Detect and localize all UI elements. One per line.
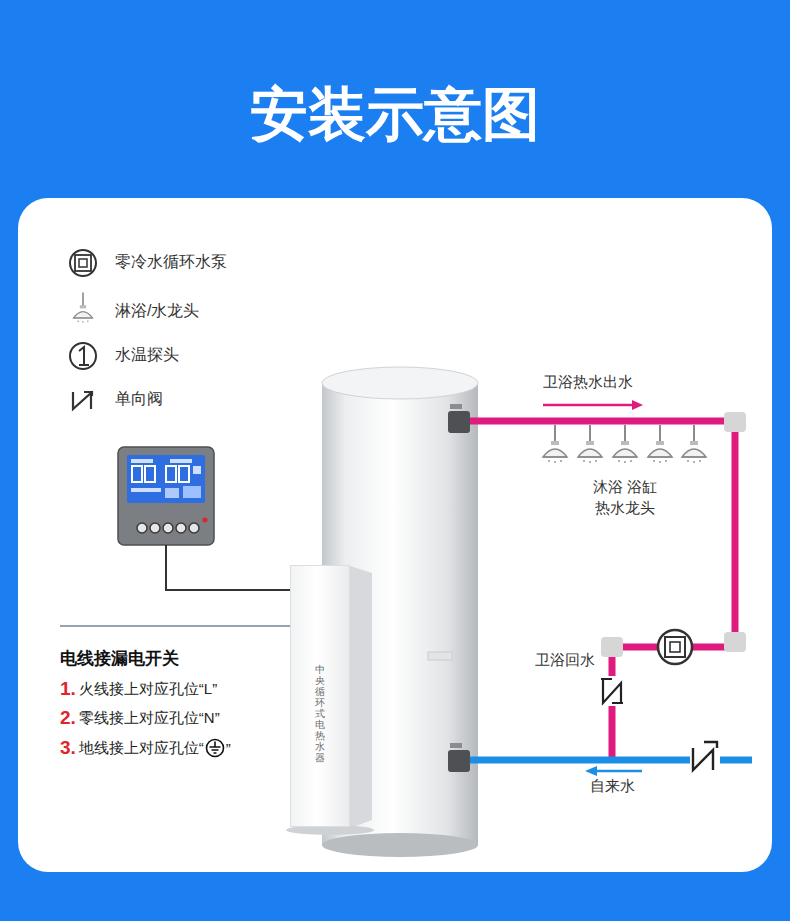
wiring-step: 2.零线接上对应孔位“N”	[60, 707, 220, 729]
flow-arrow	[543, 404, 634, 407]
legend-icons	[70, 250, 96, 409]
box-side	[350, 566, 372, 828]
flow-arrow	[585, 766, 597, 776]
wiring-step: 3.地线接上对应孔位“ ”	[60, 737, 231, 759]
step-text: ”	[226, 740, 231, 757]
shower-heads	[543, 425, 706, 463]
legend-text: 淋浴/水龙头	[115, 301, 199, 322]
pipe-label: 卫浴热水出水	[543, 373, 633, 392]
step-number: 2.	[60, 707, 76, 729]
legend-text: 零冷水循环水泵	[115, 252, 227, 273]
card	[18, 198, 772, 872]
step-text: 地线接上对应孔位“	[79, 739, 204, 758]
leader-line	[60, 625, 325, 626]
wiring-step: 1.火线接上对应孔位“L”	[60, 678, 217, 700]
cold-pipe	[470, 738, 752, 774]
pipe-label: 自来水	[590, 777, 635, 796]
step-number: 3.	[60, 737, 76, 759]
product-name: 中央循环式电热水器	[315, 664, 325, 763]
ground-symbol	[205, 738, 225, 758]
legend-text: 单向阀	[115, 389, 163, 410]
heater-control-box: 中央循环式电热水器	[290, 565, 350, 827]
flow-arrow	[595, 770, 642, 773]
legend-text: 水温探头	[115, 345, 179, 366]
pipe-label: 卫浴回水	[535, 651, 595, 670]
step-number: 1.	[60, 678, 76, 700]
hot-pipe	[470, 412, 746, 758]
controller-panel	[118, 447, 214, 545]
page-title: 安装示意图	[0, 76, 790, 154]
step-text: 火线接上对应孔位“L”	[79, 680, 217, 699]
flow-arrow	[632, 400, 643, 410]
section-heading: 电线接漏电开关	[60, 647, 179, 670]
step-text: 零线接上对应孔位“N”	[79, 709, 220, 728]
pipe-label: 沐浴 浴缸 热水龙头	[586, 476, 664, 518]
